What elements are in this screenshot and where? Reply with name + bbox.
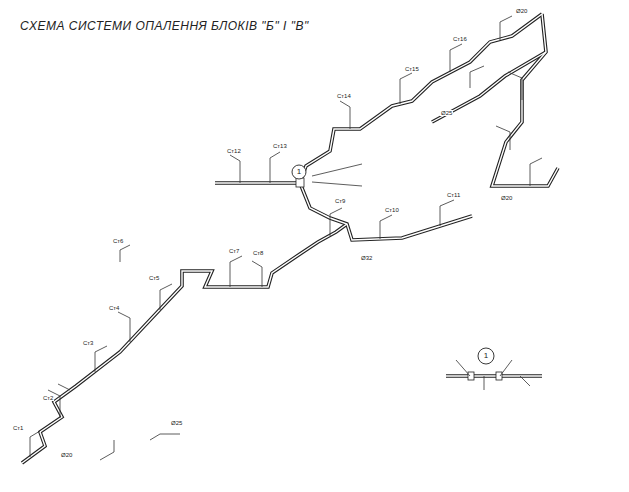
pipe-label: Ст3 bbox=[82, 340, 94, 346]
pipe-label: Ст1 bbox=[12, 425, 24, 431]
pipe-label: Ст6 bbox=[112, 238, 124, 244]
pipe-label: Ст10 bbox=[384, 207, 400, 213]
pipe-label: Ст2 bbox=[42, 395, 54, 401]
pipe-label: Ст5 bbox=[148, 275, 160, 281]
pipe-outline bbox=[22, 14, 558, 463]
pipe-label: Ø20 bbox=[515, 8, 528, 14]
pipe-label: Ø20 bbox=[500, 195, 513, 201]
riser-lines bbox=[30, 16, 542, 460]
diagram-title: СХЕМА СИСТЕМИ ОПАЛЕННЯ БЛОКІВ "Б" І "В" bbox=[20, 20, 309, 32]
pipe-inner bbox=[22, 14, 558, 463]
valve-marks bbox=[296, 164, 530, 390]
pipe-label: Ст11 bbox=[446, 192, 461, 198]
pipe-label: Ø32 bbox=[360, 255, 373, 261]
callout-circles bbox=[292, 165, 494, 364]
pipe-label: Ст16 bbox=[452, 36, 468, 42]
pipe-label: Ст8 bbox=[252, 250, 264, 256]
pipe-label: Ø25 bbox=[440, 110, 453, 116]
pipe-label: Ст12 bbox=[226, 148, 242, 154]
callout-number: 1 bbox=[297, 168, 301, 176]
pipe-label: Ст13 bbox=[272, 143, 288, 149]
pipe-label: Ст15 bbox=[404, 66, 420, 72]
pipe-label: Ст14 bbox=[336, 93, 352, 99]
pipe-label: Ø25 bbox=[170, 420, 183, 426]
pipe-label: Ст7 bbox=[228, 248, 240, 254]
pipe-label: Ø20 bbox=[60, 452, 73, 458]
pipe-label: Ст9 bbox=[334, 198, 346, 204]
pipe-label: Ст4 bbox=[108, 305, 120, 311]
callout-number: 1 bbox=[484, 352, 488, 360]
